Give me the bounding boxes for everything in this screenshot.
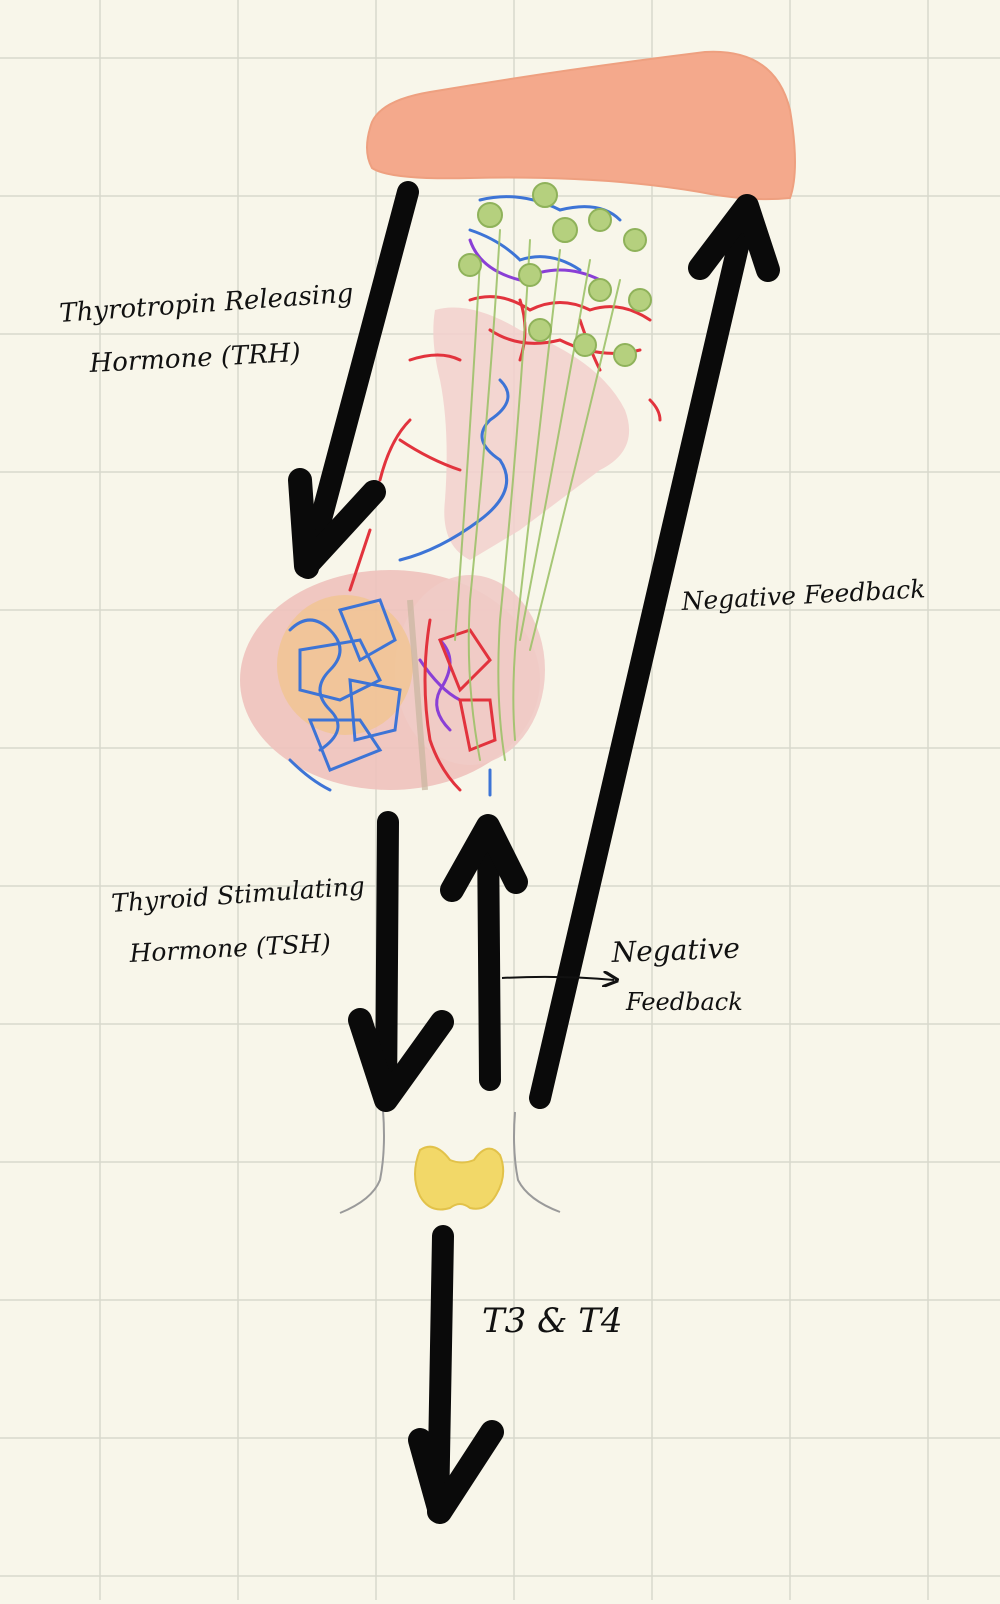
trh-label-line1: Thyrotropin Releasing bbox=[58, 279, 354, 329]
t3-t4-arrowhead bbox=[420, 1432, 492, 1512]
t3-t4-label: T3 & T4 bbox=[482, 1301, 623, 1341]
trh-label-line2: Hormone (TRH) bbox=[88, 338, 302, 379]
tsh-arrow bbox=[386, 822, 388, 1100]
negative-feedback-label-mid-line1: Negative bbox=[610, 932, 740, 969]
negative-feedback-label-mid-line2: Feedback bbox=[625, 988, 743, 1016]
thyroid-gland bbox=[415, 1147, 503, 1210]
negative-feedback-arrow-short bbox=[488, 828, 490, 1080]
hypothalamus-shape bbox=[367, 52, 795, 199]
tsh-arrowhead bbox=[360, 1020, 442, 1100]
tsh-label-line2: Hormone (TSH) bbox=[128, 928, 332, 968]
